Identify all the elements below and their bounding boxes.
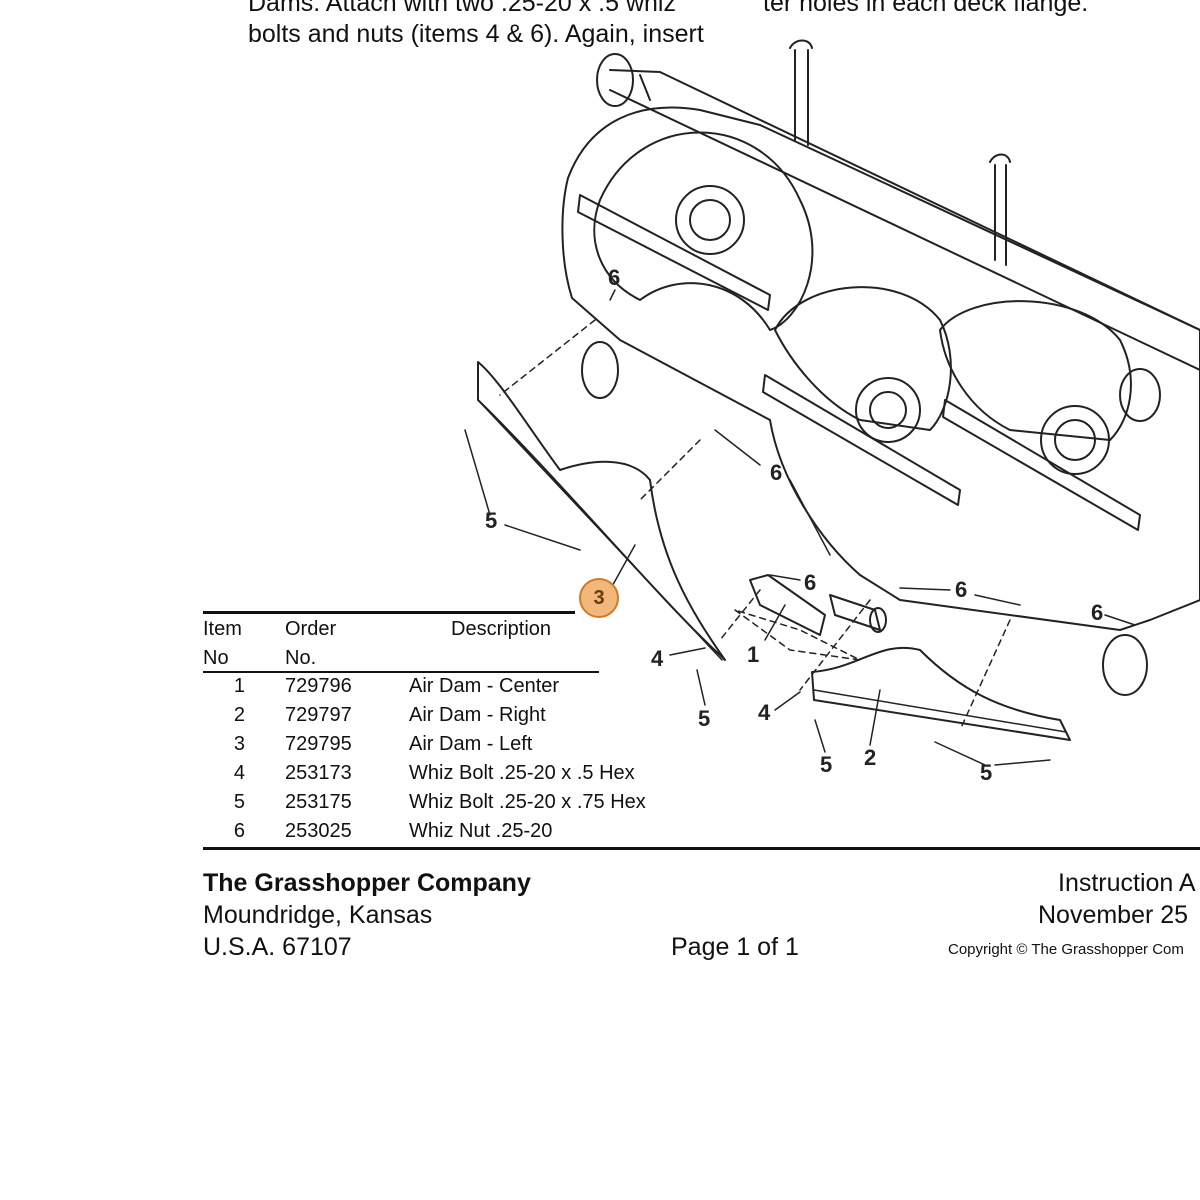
- callout-6-d: 6: [955, 577, 967, 602]
- description: Whiz Nut .25-20: [409, 820, 553, 842]
- wheel-rear-right: [1119, 368, 1161, 422]
- description: Air Dam - Right: [409, 704, 546, 726]
- wheel-front-right: [1102, 634, 1148, 696]
- table-row: 3 729795 Air Dam - Left: [203, 733, 683, 762]
- callout-4-a: 4: [651, 646, 664, 671]
- intro-line-2: bolts and nuts (items 4 & 6). Again, ins…: [248, 20, 704, 48]
- blade-housing-3: [939, 300, 1132, 441]
- company-name: The Grasshopper Company: [203, 869, 531, 897]
- callout-5-c: 5: [820, 752, 832, 777]
- callout-6-a: 6: [608, 265, 620, 290]
- document-type: Instruction A: [1058, 869, 1196, 897]
- lift-post-left: [789, 39, 813, 146]
- table-row: 6 253025 Whiz Nut .25-20: [203, 820, 683, 849]
- wheel-front-left: [581, 341, 619, 399]
- callout-5-a: 5: [485, 508, 497, 533]
- deck-body: [561, 106, 1200, 631]
- callout-4-b: 4: [758, 700, 771, 725]
- blade-housing-2: [774, 286, 952, 431]
- company-zip: U.S.A. 67107: [203, 933, 352, 961]
- company-city: Moundridge, Kansas: [203, 901, 433, 929]
- description: Whiz Bolt .25-20 x .75 Hex: [409, 791, 646, 813]
- document-date: November 25: [1038, 901, 1189, 929]
- table-row: 1 729796 Air Dam - Center: [203, 675, 683, 704]
- order-no: 729797: [285, 704, 352, 726]
- deck-top-rail: [609, 69, 1200, 371]
- order-no: 253175: [285, 791, 352, 813]
- callout-5-d: 5: [980, 760, 992, 785]
- table-row: 2 729797 Air Dam - Right: [203, 704, 683, 733]
- item-no: 4: [233, 762, 245, 784]
- baffle-2: [762, 374, 961, 506]
- item-no: 3: [233, 733, 245, 755]
- table-row: 4 253173 Whiz Bolt .25-20 x .5 Hex: [203, 762, 683, 791]
- item-no: 5: [233, 791, 245, 813]
- spindle-1: [675, 185, 745, 255]
- order-no: 253173: [285, 762, 352, 784]
- table-header-rule: [203, 671, 599, 673]
- wheel-rear-left: [596, 53, 634, 107]
- item-no: 6: [233, 820, 245, 842]
- callout-2: 2: [864, 745, 876, 770]
- air-dam-right: [811, 646, 1071, 741]
- callout-6-c: 6: [804, 570, 816, 595]
- roller: [829, 594, 881, 631]
- alignment-lines: [499, 319, 1011, 731]
- item-no: 1: [233, 675, 245, 697]
- baffle-3: [942, 399, 1141, 531]
- order-no: 253025: [285, 820, 352, 842]
- order-no: 729795: [285, 733, 352, 755]
- intro-line-1: Dams. Attach with two .25-20 x .5 whiz: [248, 0, 676, 17]
- air-dam-center: [749, 574, 826, 636]
- blade-housing-1: [593, 131, 814, 331]
- page-number: Page 1 of 1: [671, 933, 799, 961]
- callout-1: 1: [747, 642, 759, 667]
- footer-rule: [203, 847, 1200, 850]
- header-description: Description: [451, 618, 552, 640]
- spindle-3: [1040, 405, 1110, 475]
- description: Air Dam - Center: [409, 675, 560, 697]
- callout-5-b: 5: [698, 706, 710, 731]
- order-no: 729796: [285, 675, 352, 697]
- item-no: 2: [233, 704, 245, 726]
- description: Air Dam - Left: [409, 733, 533, 755]
- table-top-rule: [203, 611, 575, 614]
- baffle-1: [577, 194, 771, 311]
- table-row: 5 253175 Whiz Bolt .25-20 x .75 Hex: [203, 791, 683, 820]
- header-order: Order: [285, 618, 337, 640]
- spindle-2: [855, 377, 921, 443]
- header-order-no: No.: [285, 647, 317, 669]
- header-item: Item: [203, 618, 242, 640]
- lift-post-right: [989, 153, 1011, 266]
- copyright-notice: Copyright © The Grasshopper Com: [948, 941, 1184, 958]
- callout-6-e: 6: [1091, 600, 1103, 625]
- fastener-leaders: [464, 289, 1136, 766]
- description: Whiz Bolt .25-20 x .5 Hex: [409, 762, 635, 784]
- callout-6-b: 6: [770, 460, 782, 485]
- header-item-no: No: [203, 647, 229, 669]
- intro-right-line: ter holes in each deck flange.: [763, 0, 1089, 17]
- callout-3-badge: 3: [579, 578, 619, 618]
